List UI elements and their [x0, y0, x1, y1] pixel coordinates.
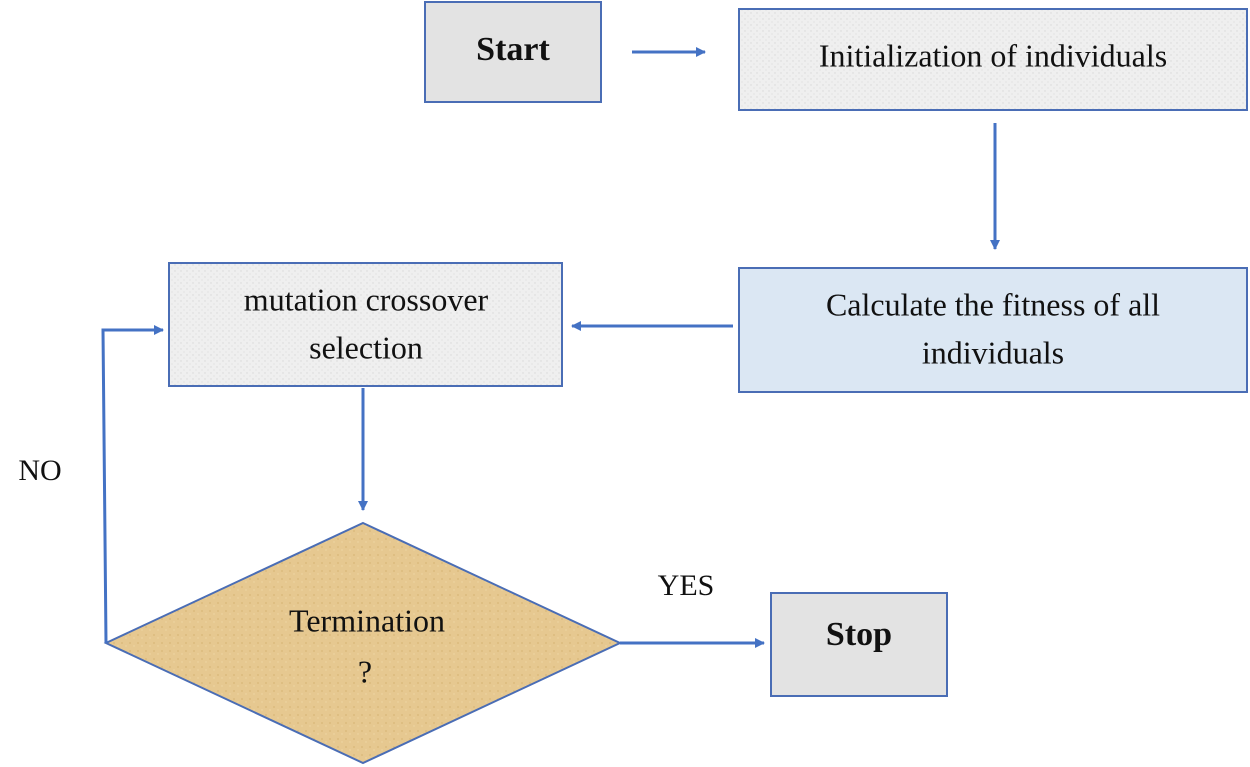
fitness-label-line2: individuals: [922, 334, 1064, 370]
operators-node: mutation crossover selection: [168, 262, 563, 387]
operators-label-line2: selection: [309, 329, 423, 365]
fitness-label-line1: Calculate the fitness of all: [826, 286, 1160, 322]
operators-label-line1: mutation crossover: [244, 281, 489, 317]
fitness-node: Calculate the fitness of all individuals: [738, 267, 1248, 393]
init-label: Initialization of individuals: [819, 37, 1167, 73]
termination-node: Termination ?: [103, 521, 623, 765]
stop-node: Stop: [770, 592, 948, 697]
termination-label-line2: ?: [358, 653, 372, 689]
start-label: Start: [476, 31, 550, 68]
termination-label-line1: Termination: [289, 602, 445, 638]
yes-label: YES: [658, 569, 715, 602]
arrow-no-loop: [101, 325, 164, 644]
no-label: NO: [18, 454, 61, 487]
init-node: Initialization of individuals: [738, 8, 1248, 111]
start-node: Start: [424, 1, 602, 103]
stop-label: Stop: [826, 616, 892, 653]
